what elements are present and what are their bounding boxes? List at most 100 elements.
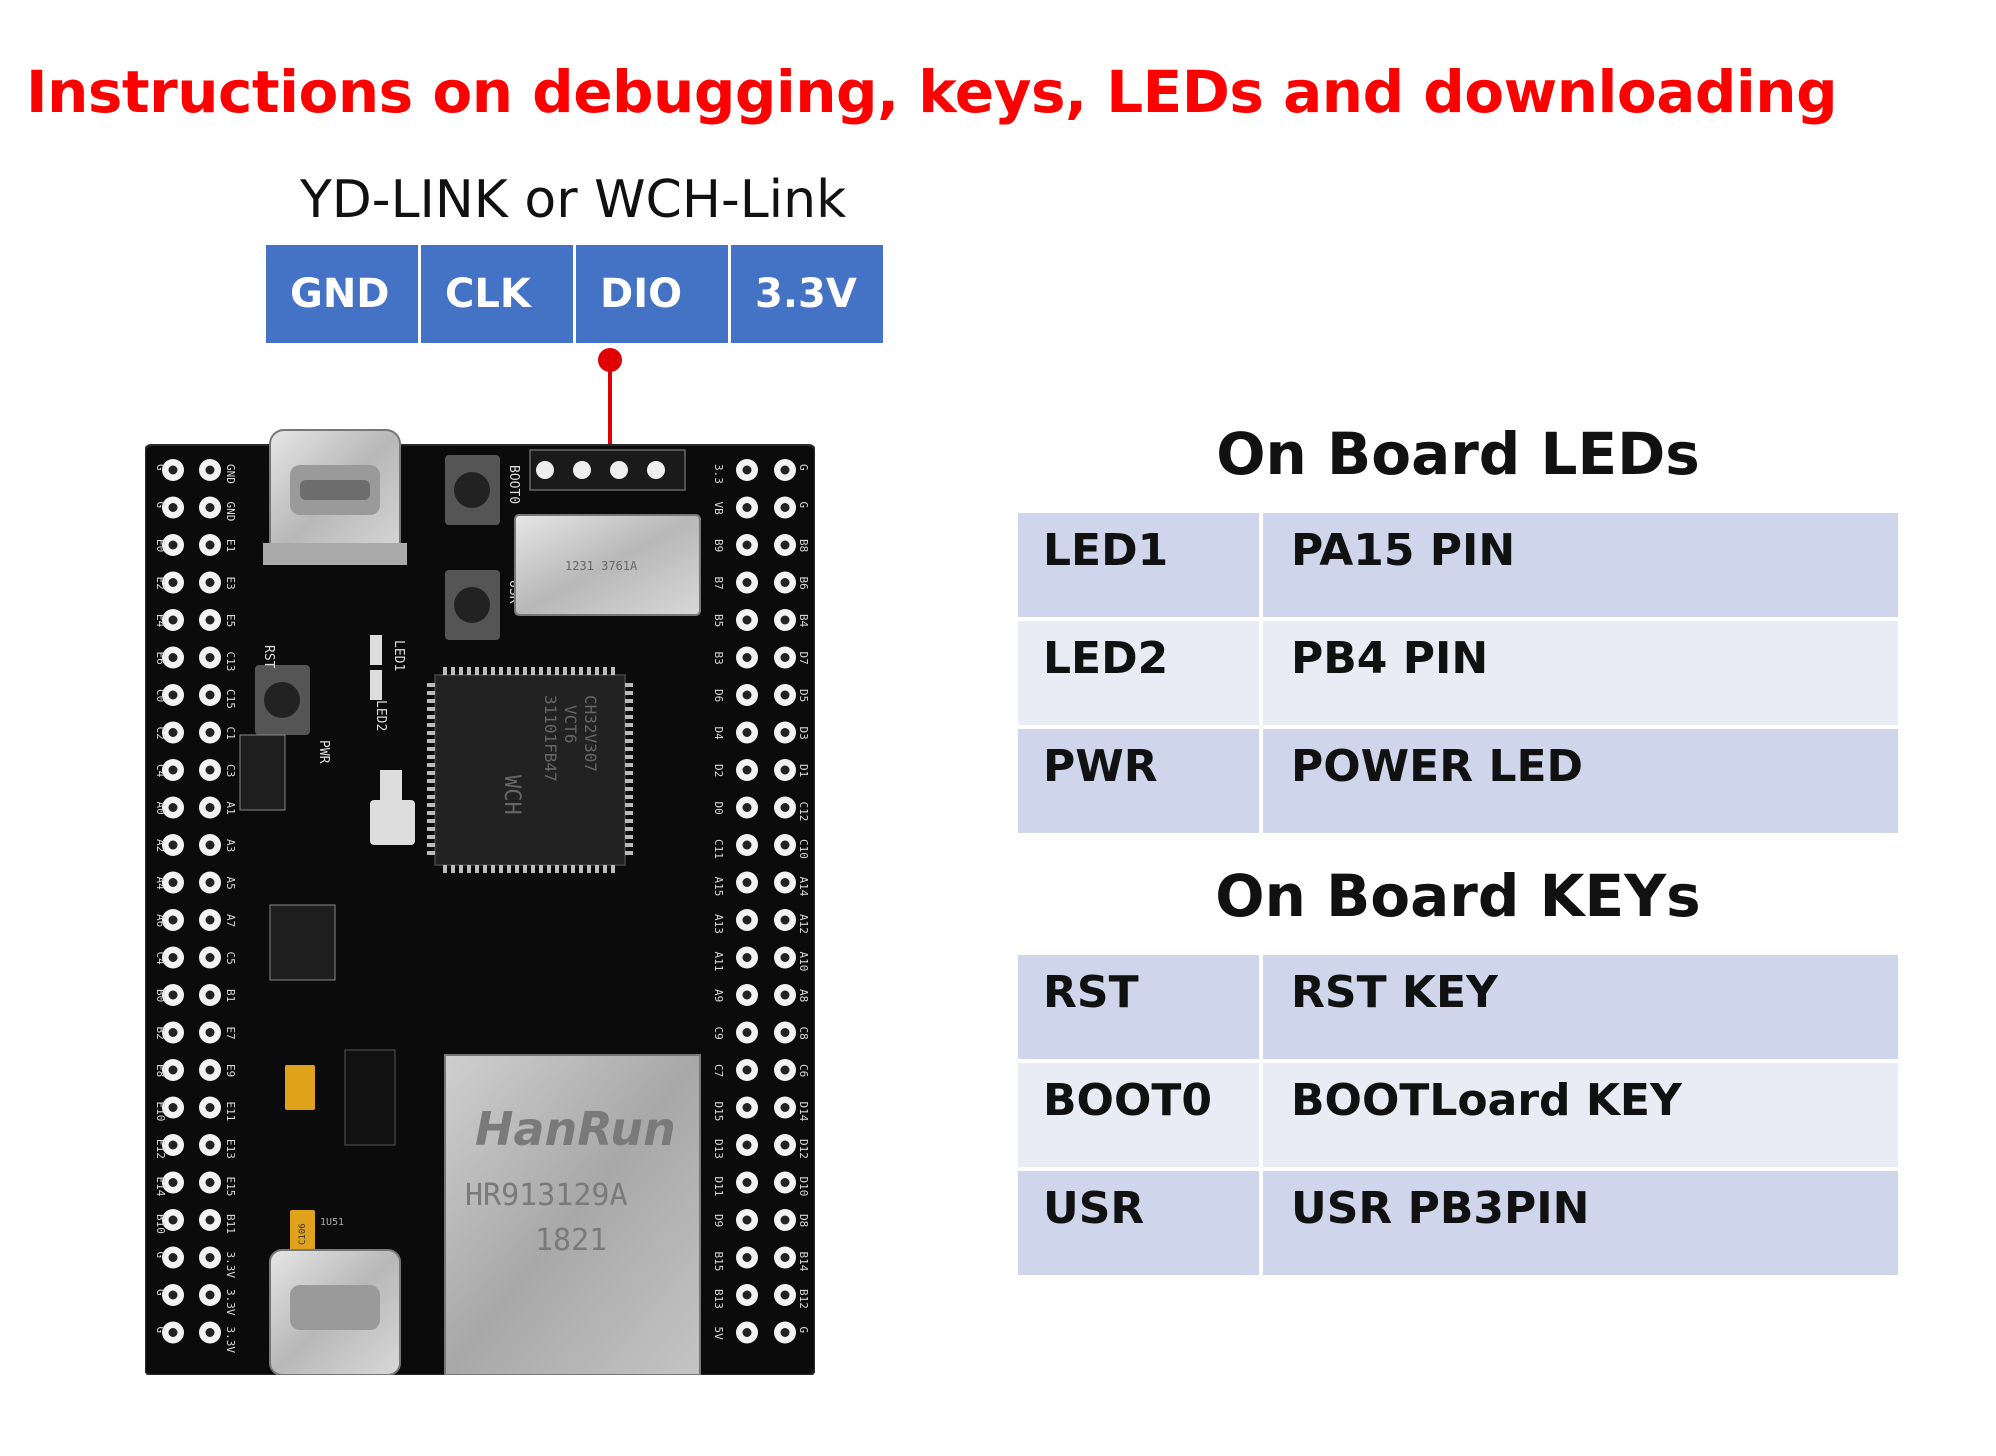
mcu-pin xyxy=(443,667,447,675)
header-pin-hole xyxy=(742,690,752,700)
mcu-pin xyxy=(427,787,435,791)
mcu-pin xyxy=(459,865,463,873)
mcu-pin xyxy=(563,667,567,675)
mcu-pin xyxy=(595,667,599,675)
led-name: LED1 xyxy=(1018,513,1263,621)
header-pin-hole xyxy=(168,578,178,587)
led-desc: POWER LED xyxy=(1263,729,1898,837)
pin-silkscreen-label: C3 xyxy=(224,764,237,777)
pin-silkscreen-label: B4 xyxy=(797,614,810,628)
sd-card-slot: 1231 3761A xyxy=(514,514,701,616)
mcu-pin xyxy=(515,865,519,873)
mcu-pin xyxy=(427,779,435,783)
pin-silkscreen-label: 3.3V xyxy=(224,1327,237,1354)
header-pin-hole xyxy=(168,1028,178,1037)
pin-silkscreen-label: G xyxy=(797,464,810,471)
mcu-pin xyxy=(427,691,435,695)
pin-silkscreen-label: D2 xyxy=(712,764,725,777)
pin-silkscreen-label: A8 xyxy=(797,989,810,1002)
mcu-pin xyxy=(625,803,633,807)
header-pin-hole xyxy=(205,915,215,925)
led-desc: PB4 PIN xyxy=(1263,621,1898,729)
pin-silkscreen-label: 5V xyxy=(712,1327,725,1341)
mcu-pin xyxy=(625,683,633,687)
header-pin-hole xyxy=(168,615,178,625)
chip-part-label: 1U51 xyxy=(320,1217,344,1228)
mcu-pin xyxy=(625,723,633,727)
pin-silkscreen-label: A6 xyxy=(154,914,167,927)
key-desc: USR PB3PIN xyxy=(1263,1171,1898,1279)
header-pin-hole xyxy=(205,878,215,887)
mcu-pin xyxy=(579,865,583,873)
mcu-pin xyxy=(475,865,479,873)
pin-silkscreen-label: A4 xyxy=(154,877,167,891)
keys-section-title: On Board KEYs xyxy=(1215,862,1701,930)
table-row: LED2 PB4 PIN xyxy=(1018,621,1898,729)
header-pin-hole xyxy=(780,1328,790,1337)
header-pin-hole xyxy=(780,1140,790,1150)
pin-silkscreen-label: VB xyxy=(712,502,725,516)
header-pin-hole xyxy=(742,615,752,625)
pin-silkscreen-label: E0 xyxy=(154,539,167,552)
pin-silkscreen-label: C1 xyxy=(224,727,237,740)
header-pin-hole xyxy=(742,1065,752,1075)
mcu-pin xyxy=(427,795,435,799)
mcu-pin xyxy=(483,865,487,873)
crystal xyxy=(370,800,415,845)
header-pin-hole xyxy=(742,1290,752,1300)
pin-silkscreen-label: A15 xyxy=(712,877,725,897)
mcu-pin xyxy=(523,865,527,873)
header-pin-hole xyxy=(168,990,178,1000)
pin-silkscreen-label: G xyxy=(797,502,810,509)
mcu-pin xyxy=(427,843,435,847)
pin-silkscreen-label: C15 xyxy=(224,689,237,709)
power-ic xyxy=(344,1049,396,1146)
pin-silkscreen-label: D11 xyxy=(712,1177,725,1197)
pin-silkscreen-label: E11 xyxy=(224,1102,237,1122)
pin-silkscreen-label: D0 xyxy=(712,802,725,815)
pin-silkscreen-label: E2 xyxy=(154,577,167,590)
mcu-pin xyxy=(625,763,633,767)
mcu-pin xyxy=(427,819,435,823)
regulator-chip xyxy=(239,734,286,811)
pin-silkscreen-label: A9 xyxy=(712,989,725,1002)
mcu-pin xyxy=(625,715,633,719)
pin-silkscreen-label: D15 xyxy=(712,1102,725,1122)
pin-silkscreen-label: C8 xyxy=(797,1027,810,1040)
header-pin-hole xyxy=(168,1215,178,1225)
pin-silkscreen-label: D13 xyxy=(712,1139,725,1159)
pin-silkscreen-label: B2 xyxy=(154,1027,167,1040)
header-pin-hole xyxy=(205,578,215,587)
mcu-pin xyxy=(563,865,567,873)
header-pin-hole xyxy=(780,1290,790,1300)
pin-silkscreen-label: E6 xyxy=(154,652,167,665)
mcu-pin xyxy=(555,667,559,675)
pin-silkscreen-label: D4 xyxy=(712,727,725,741)
header-pin-hole xyxy=(780,915,790,925)
pin-silkscreen-label: A2 xyxy=(154,839,167,852)
jack-model: HR913129A xyxy=(465,1178,628,1213)
mcu-pin xyxy=(625,771,633,775)
mcu-pin xyxy=(459,667,463,675)
header-pin-hole xyxy=(780,1215,790,1225)
header-pin-hole xyxy=(780,878,790,887)
table-row: USR USR PB3PIN xyxy=(1018,1171,1898,1279)
mcu-pin xyxy=(625,699,633,703)
header-pin-hole xyxy=(205,1103,215,1112)
capacitor-label: C106 xyxy=(298,1223,308,1245)
header-pin-hole xyxy=(742,465,752,475)
pin-silkscreen-label: C2 xyxy=(154,727,167,740)
header-pin-hole xyxy=(742,840,752,850)
header-pin-hole xyxy=(168,840,178,850)
key-desc: RST KEY xyxy=(1263,955,1898,1063)
mcu-chip: CH32V307 VCT6 31101FB47 WCH xyxy=(427,667,633,873)
pin-silkscreen-label: A11 xyxy=(712,952,725,972)
pin-silkscreen-label: A3 xyxy=(224,839,237,852)
header-pin-hole xyxy=(205,840,215,850)
header-pin-hole xyxy=(742,578,752,587)
pin-silkscreen-label: B1 xyxy=(224,989,237,1002)
mcu-pin xyxy=(427,763,435,767)
key-name: RST xyxy=(1018,955,1263,1063)
pin-silkscreen-label: D10 xyxy=(797,1177,810,1197)
header-pin-hole xyxy=(742,1215,752,1225)
